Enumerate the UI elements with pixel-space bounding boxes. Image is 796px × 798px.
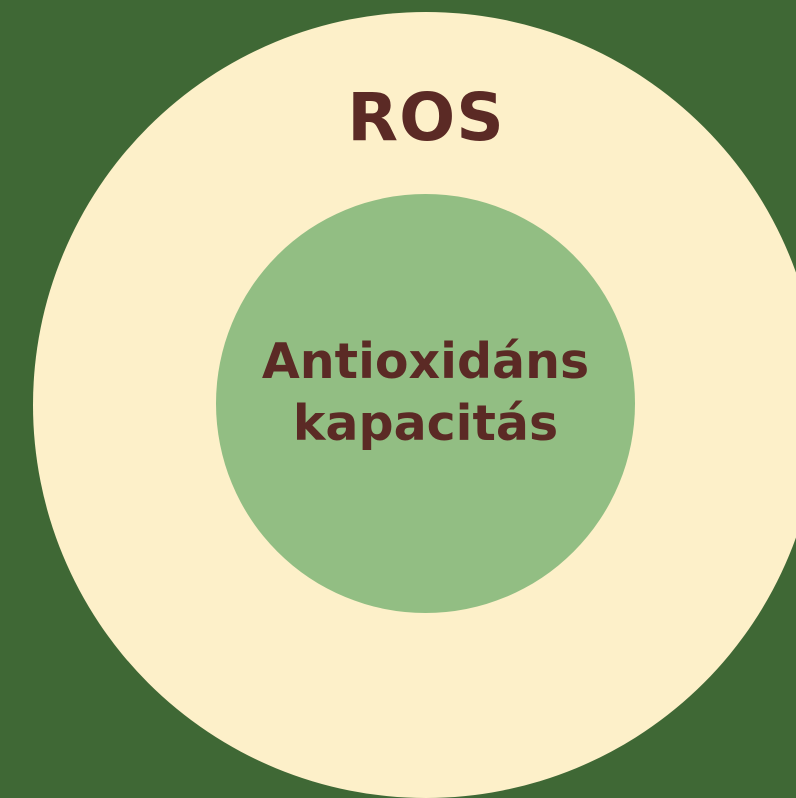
antioxidant-capacity-label-line-1: Antioxidáns <box>261 333 590 390</box>
ros-label: ROS <box>347 79 505 156</box>
antioxidant-capacity-label: Antioxidáns kapacitás <box>216 331 635 455</box>
antioxidant-capacity-label-line-2: kapacitás <box>292 395 559 452</box>
antioxidant-capacity-circle <box>216 194 635 613</box>
